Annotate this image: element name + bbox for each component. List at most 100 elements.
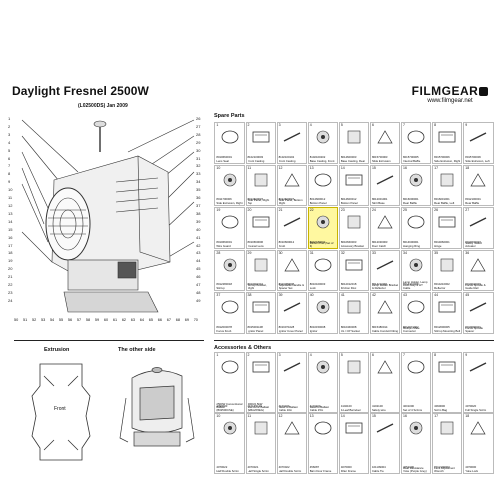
fresnel-lens bbox=[45, 187, 91, 261]
item-number: 13 bbox=[309, 414, 314, 419]
part-description: Side Extrusion, Right bbox=[434, 160, 461, 163]
part-code: 4090000 bbox=[216, 403, 228, 408]
part-description: Internal Baffle bbox=[403, 160, 421, 163]
part-illustration-icon bbox=[470, 257, 487, 271]
part-description: Multipin Male Connector bbox=[403, 326, 420, 333]
part-code: 8016071028 bbox=[278, 324, 295, 329]
item-number: 11 bbox=[247, 414, 252, 419]
part-description: Stirrup bbox=[216, 287, 225, 291]
part-code: 8014210002 bbox=[434, 282, 450, 287]
part-description: Base Casting, Front bbox=[309, 160, 335, 163]
part-description: Safety Switch Actuator bbox=[465, 241, 483, 248]
part-code: 8013007210 bbox=[247, 282, 264, 287]
part-illustration-icon bbox=[223, 173, 236, 187]
extrusion-heading: Extrusion bbox=[44, 347, 70, 353]
brand-logo: FILMGEAR bbox=[410, 85, 490, 97]
item-number: 44 bbox=[434, 292, 439, 297]
part-illustration-icon bbox=[221, 130, 238, 144]
part-illustration-icon bbox=[470, 302, 487, 312]
part-description: Bottom Panel bbox=[340, 202, 358, 206]
part-code: 8010150008 bbox=[309, 324, 326, 329]
part-illustration-icon bbox=[221, 215, 238, 229]
item-number: 33 bbox=[371, 250, 376, 255]
part-description: Friction Disc bbox=[340, 287, 357, 291]
part-description: Bottom Panel bbox=[309, 202, 327, 206]
part-code: 101109004 bbox=[371, 464, 386, 469]
item-number: 38 bbox=[247, 292, 252, 297]
part-illustration-icon bbox=[252, 131, 270, 143]
part-code: 8010071002 bbox=[403, 324, 419, 329]
brand-url: www.filmgear.net bbox=[427, 98, 473, 104]
part-description: Side Panel, Bottom Right bbox=[278, 199, 303, 206]
item-number: 27 bbox=[465, 208, 470, 213]
wire-guard bbox=[48, 209, 88, 235]
item-number: 7 bbox=[403, 353, 405, 358]
part-description: Front Casting bbox=[278, 160, 296, 163]
part-code: 8015700003 bbox=[371, 155, 388, 159]
part-code: 4101100 bbox=[278, 403, 290, 408]
part-description: Head to Ballast Cable 10m bbox=[278, 405, 298, 412]
brand-mark-icon bbox=[479, 87, 489, 96]
part-description: Safety wire bbox=[371, 408, 386, 412]
part-illustration-icon bbox=[316, 131, 330, 144]
item-number: 9 bbox=[465, 353, 468, 358]
part-description: Half Double Scrim bbox=[278, 469, 302, 473]
part-code: 4070021 bbox=[247, 464, 259, 469]
item-number: 4 bbox=[309, 353, 312, 358]
part-code: 8014600003 bbox=[340, 155, 357, 159]
part-description: Lens Adjustment Wrench bbox=[434, 466, 455, 473]
part-illustration-icon bbox=[347, 215, 361, 229]
part-description: Focus Knob bbox=[216, 329, 232, 333]
part-illustration-icon bbox=[407, 360, 425, 374]
part-description: Lens Seal bbox=[216, 160, 229, 163]
item-number: 26 bbox=[434, 208, 439, 213]
part-code: 8012000078 bbox=[216, 324, 232, 329]
part-description: Fresnel Lens bbox=[247, 244, 264, 248]
part-illustration-icon bbox=[377, 215, 393, 229]
part-code: 8014600001 bbox=[403, 239, 419, 244]
part-illustration-icon bbox=[376, 175, 394, 185]
part-code: 8102100003 bbox=[247, 155, 264, 159]
part-illustration-icon bbox=[284, 421, 300, 435]
part-illustration-icon bbox=[407, 300, 425, 314]
item-number: 3 bbox=[278, 123, 281, 128]
exploded-diagram bbox=[21, 119, 195, 313]
brand-block: FILMGEAR www.filmgear.net bbox=[410, 85, 490, 105]
part-code: 8010180002 bbox=[309, 239, 326, 244]
part-description: Ignitor Panel bbox=[247, 329, 264, 333]
item-number: 14 bbox=[340, 414, 345, 419]
item-number: 9 bbox=[465, 123, 468, 128]
part-code: 8012012018 bbox=[340, 282, 357, 287]
item-number: 8 bbox=[434, 123, 437, 128]
base-casting bbox=[63, 291, 159, 313]
part-code: 8010660001 bbox=[216, 155, 232, 159]
part-code: 8015700006 bbox=[465, 155, 481, 159]
part-illustration-icon bbox=[345, 259, 363, 270]
item-number: 3 bbox=[278, 353, 281, 358]
housing-edge bbox=[137, 155, 171, 263]
stirrup-right bbox=[185, 397, 195, 443]
part-code: 8010660012 bbox=[278, 239, 295, 244]
part-code: 4070022 bbox=[278, 464, 290, 469]
part-description: Skirt Base bbox=[371, 202, 385, 206]
part-code: 4051000 bbox=[403, 464, 414, 469]
part-description: Side Extrusion, Right bbox=[216, 202, 243, 206]
part-code: 8012000005 bbox=[434, 324, 450, 329]
item-number: 23 bbox=[340, 208, 345, 213]
item-number: 16 bbox=[403, 165, 407, 170]
part-description: Lamp Holder Bracket & Reflector bbox=[371, 284, 399, 291]
part-illustration-icon bbox=[221, 360, 238, 374]
part-code: 8015700006 bbox=[434, 155, 450, 159]
